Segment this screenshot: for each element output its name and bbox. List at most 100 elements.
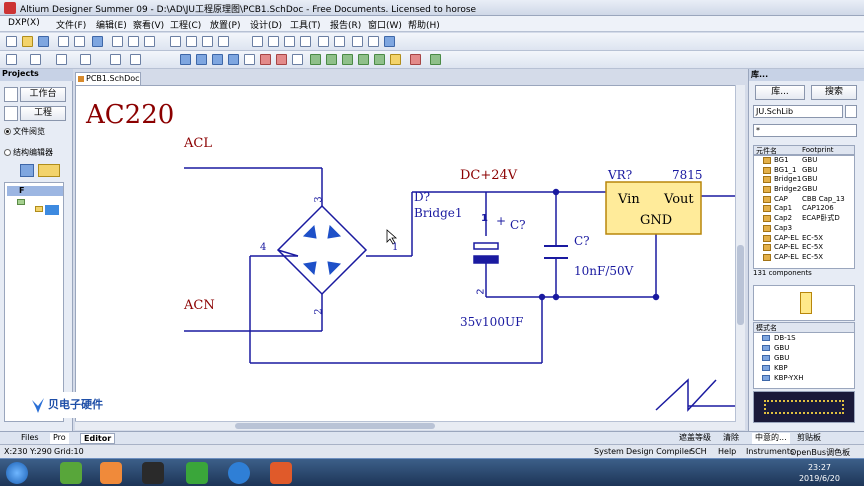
device-sheet-icon[interactable] (342, 54, 353, 65)
workspace-button[interactable]: 工作台 (20, 87, 66, 102)
schematic-canvas[interactable]: AC220 ACL ACN D? Bridge1 3 2 4 1 DC+24V … (75, 85, 745, 422)
menu-view[interactable]: 察看(V) (133, 21, 165, 31)
menu-reports[interactable]: 报告(R) (330, 21, 362, 31)
save-icon[interactable] (38, 36, 49, 47)
menu-place[interactable]: 放置(P) (210, 21, 241, 31)
horizontal-scrollbar[interactable] (75, 421, 745, 430)
start-button-icon[interactable] (6, 462, 28, 484)
deselect-icon[interactable] (284, 36, 295, 47)
workspace-dropdown[interactable] (4, 87, 18, 102)
model-row[interactable]: DB-1S (754, 333, 854, 343)
camtasia-icon[interactable] (186, 462, 208, 484)
hierarchy-icon[interactable] (352, 36, 363, 47)
recorder-icon[interactable] (270, 462, 292, 484)
new-icon[interactable] (6, 36, 17, 47)
menu-dxp[interactable]: DXP(X) (8, 18, 40, 28)
net-label-acn[interactable]: ACN (184, 298, 215, 313)
net-label-acl[interactable]: ACL (184, 136, 212, 151)
arrow-down-icon[interactable] (56, 54, 67, 65)
open-icon[interactable] (22, 36, 33, 47)
tree-root-item[interactable]: F (7, 186, 63, 196)
menu-project[interactable]: 工程(C) (170, 21, 202, 31)
col-footprint-header[interactable]: Footprint (802, 146, 834, 154)
open-project-icon[interactable] (92, 36, 103, 47)
component-row[interactable]: Cap3 (754, 224, 854, 234)
zoom-fit-icon[interactable] (128, 36, 139, 47)
wire-icon[interactable] (180, 54, 191, 65)
sheet-symbol-icon[interactable] (310, 54, 321, 65)
tab-clipboard[interactable]: 剪贴板 (797, 433, 821, 442)
project-dropdown[interactable] (4, 106, 18, 121)
select-area-icon[interactable] (252, 36, 263, 47)
struct-editor-radio[interactable]: 结构编辑器 (4, 147, 53, 158)
model-row[interactable]: KBP-YXH (754, 373, 854, 383)
schematic-doc-icon[interactable] (45, 205, 59, 215)
menu-window[interactable]: 窗口(W) (368, 21, 402, 31)
search-button[interactable]: 搜索 (811, 85, 857, 100)
menu-design[interactable]: 设计(D) (250, 21, 282, 31)
ie-browser-icon[interactable] (228, 462, 250, 484)
model-row[interactable]: GBU (754, 353, 854, 363)
tab-pcb1-schdoc[interactable]: PCB1.SchDoc (75, 72, 141, 85)
power-port-icon[interactable] (110, 54, 121, 65)
sch-button[interactable]: SCH (690, 447, 707, 456)
libraries-button[interactable]: 库... (755, 85, 805, 100)
signal-harness-icon[interactable] (212, 54, 223, 65)
zoom-area-icon[interactable] (112, 36, 123, 47)
component-icon[interactable] (130, 54, 141, 65)
paste-icon[interactable] (202, 36, 213, 47)
port-icon[interactable] (390, 54, 401, 65)
system-clock[interactable]: 23:27 2019/6/20 (799, 462, 840, 484)
instruments-button[interactable]: Instruments (746, 447, 795, 456)
tab-favorites[interactable]: 中意的... (752, 433, 790, 444)
scroll-thumb[interactable] (737, 245, 744, 325)
no-erc-icon[interactable] (410, 54, 421, 65)
menu-help[interactable]: 帮助(H) (408, 21, 440, 31)
scroll-thumb[interactable] (235, 423, 435, 429)
menu-tools[interactable]: 工具(T) (290, 21, 321, 31)
project-icon-button[interactable] (20, 164, 34, 177)
system-button[interactable]: System (594, 447, 624, 456)
net-label-24v[interactable]: DC+24V (460, 168, 518, 183)
cross-probe-icon[interactable] (300, 36, 311, 47)
folder-icon-button[interactable] (38, 164, 60, 177)
pdf-app-icon[interactable] (100, 462, 122, 484)
align-icon[interactable] (80, 54, 91, 65)
model-row[interactable]: GBU (754, 343, 854, 353)
schematic-title[interactable]: AC220 (86, 100, 175, 130)
folder-app-icon[interactable] (142, 462, 164, 484)
harness-connector-icon[interactable] (358, 54, 369, 65)
project-button[interactable]: 工程 (20, 106, 66, 121)
help-button[interactable]: Help (718, 447, 737, 456)
menu-file[interactable]: 文件(F) (56, 21, 87, 31)
tab-files[interactable]: Files (21, 433, 39, 442)
tab-editor[interactable]: Editor (80, 433, 116, 444)
openbus-button[interactable]: OpenBus调色板 (790, 448, 851, 457)
gnd-icon[interactable] (260, 54, 271, 65)
sheet-entry-icon[interactable] (326, 54, 337, 65)
menu-edit[interactable]: 编辑(E) (96, 21, 127, 31)
redo-icon[interactable] (334, 36, 345, 47)
navigate-icon[interactable] (30, 54, 41, 65)
vertical-scrollbar[interactable] (735, 85, 745, 422)
harness-entry-icon[interactable] (374, 54, 385, 65)
col-name-header[interactable]: 元件名 (756, 147, 777, 155)
bus-icon[interactable] (196, 54, 207, 65)
part-icon[interactable] (292, 54, 303, 65)
mask-level-button[interactable]: 遮盖等级 (679, 433, 711, 442)
help-icon[interactable] (384, 36, 395, 47)
model-row[interactable]: KBP (754, 363, 854, 373)
clear-button[interactable]: 清除 (723, 433, 739, 442)
